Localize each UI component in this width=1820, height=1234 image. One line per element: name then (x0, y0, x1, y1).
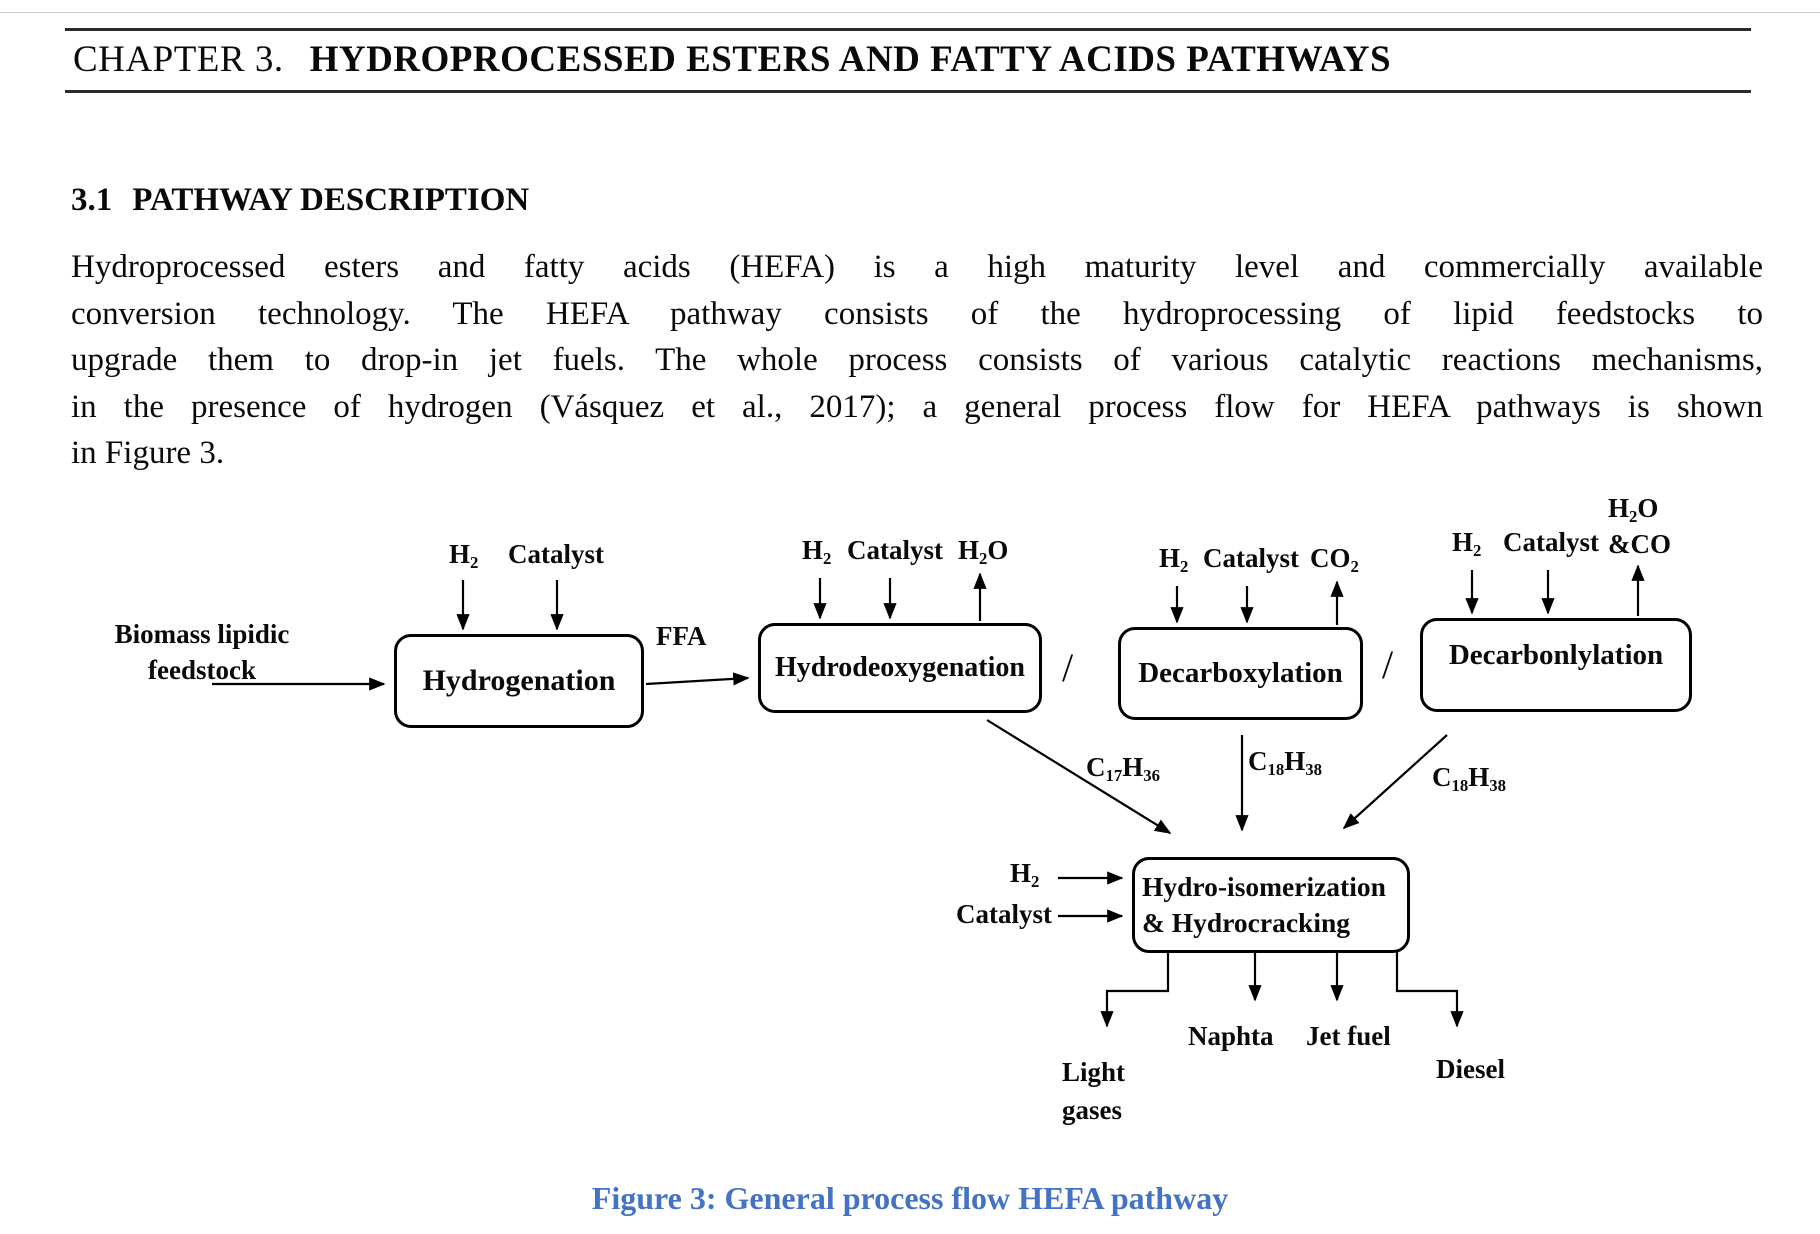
h2-label-decarbox: H2 (1159, 543, 1189, 576)
catalyst-label-decarbox: Catalyst (1203, 543, 1299, 573)
paragraph-line: upgrade them to drop-in jet fuels. The w… (71, 342, 1763, 378)
h2o-co-label: H2O &CO (1608, 490, 1671, 562)
catalyst-label-hdo: Catalyst (847, 535, 943, 565)
chapter-title-text: HYDROPROCESSED ESTERS AND FATTY ACIDS PA… (309, 39, 1392, 80)
process-box-decarboxylation-label: Decarboxylation (1138, 657, 1343, 689)
light-gases-label-line1: Light (1062, 1057, 1126, 1087)
paragraph-line: in the presence of hydrogen (Vásquez et … (71, 388, 1763, 425)
section-heading: 3.1 PATHWAY DESCRIPTION (71, 182, 529, 219)
h2o-co-label-line2: &CO (1608, 529, 1671, 559)
c18h38-label-mid: C18H38 (1248, 746, 1322, 779)
catalyst-label-hydrogenation: Catalyst (508, 539, 604, 569)
light-gases-label-line2: gases (1062, 1095, 1122, 1125)
chapter-title: CHAPTER 3. HYDROPROCESSED ESTERS AND FATT… (65, 28, 1751, 93)
process-box-hydroisomerization-line2: & Hydrocracking (1142, 907, 1351, 938)
paragraph: Hydroprocessed esters and fatty acids (H… (71, 244, 1763, 477)
section-title: PATHWAY DESCRIPTION (132, 182, 530, 218)
diesel-label: Diesel (1436, 1054, 1505, 1084)
c17h36-label: C17H36 (1086, 752, 1160, 785)
process-box-hydrogenation-label: Hydrogenation (422, 664, 616, 697)
feed-label-line2: feedstock (148, 655, 256, 685)
h2o-label: H2O (958, 535, 1009, 568)
chapter-number: CHAPTER 3. (73, 39, 284, 80)
ffa-label: FFA (656, 621, 707, 651)
section-number: 3.1 (71, 182, 113, 218)
h2-label-hdo: H2 (802, 535, 832, 568)
paragraph-line: Hydroprocessed esters and fatty acids (H… (71, 249, 1763, 285)
c18h38-label-right: C18H38 (1432, 762, 1506, 795)
process-box-hydroisomerization: Hydro-isomerization & Hydrocracking (1132, 857, 1410, 953)
slash-separator-2: / (1382, 642, 1394, 687)
feed-label-line1: Biomass lipidic (114, 619, 290, 649)
catalyst-label-decarbonl: Catalyst (1503, 527, 1599, 557)
process-box-hydrodeoxygenation-label: Hydrodeoxygenation (775, 652, 1025, 683)
arrow-diesel (1395, 950, 1464, 1028)
paragraph-line: in Figure 3. (71, 435, 225, 471)
naphta-label: Naphta (1188, 1021, 1274, 1051)
process-box-hydrodeoxygenation: Hydrodeoxygenation (758, 623, 1042, 713)
h2-label-hydroiso: H2 (1010, 858, 1040, 891)
paragraph-line: conversion technology. The HEFA pathway … (71, 295, 1763, 332)
process-box-decarbonlylation: Decarbonlylation (1420, 618, 1692, 712)
arrow-ffa (645, 672, 750, 686)
figure-caption: Figure 3: General process flow HEFA path… (591, 1180, 1229, 1216)
jet-fuel-label: Jet fuel (1306, 1021, 1391, 1051)
h2-label-hydrogenation: H2 (449, 539, 479, 572)
feed-label: Biomass lipidic feedstock (100, 616, 304, 688)
process-box-decarboxylation: Decarboxylation (1118, 627, 1363, 720)
process-box-hydroisomerization-line1: Hydro-isomerization (1142, 871, 1386, 903)
page-top-divider (0, 12, 1820, 13)
process-box-decarbonlylation-label: Decarbonlylation (1448, 639, 1664, 671)
catalyst-label-hydroiso: Catalyst (956, 899, 1052, 929)
h2o-co-label-line1: H2O (1608, 493, 1659, 526)
h2-label-decarbonl: H2 (1452, 527, 1482, 560)
light-gases-label: Light gases (1062, 1053, 1125, 1129)
process-box-hydrogenation: Hydrogenation (394, 634, 644, 728)
co2-label: CO2 (1310, 543, 1359, 576)
slash-separator-1: / (1062, 645, 1074, 690)
arrow-light-gases (1100, 950, 1170, 1028)
